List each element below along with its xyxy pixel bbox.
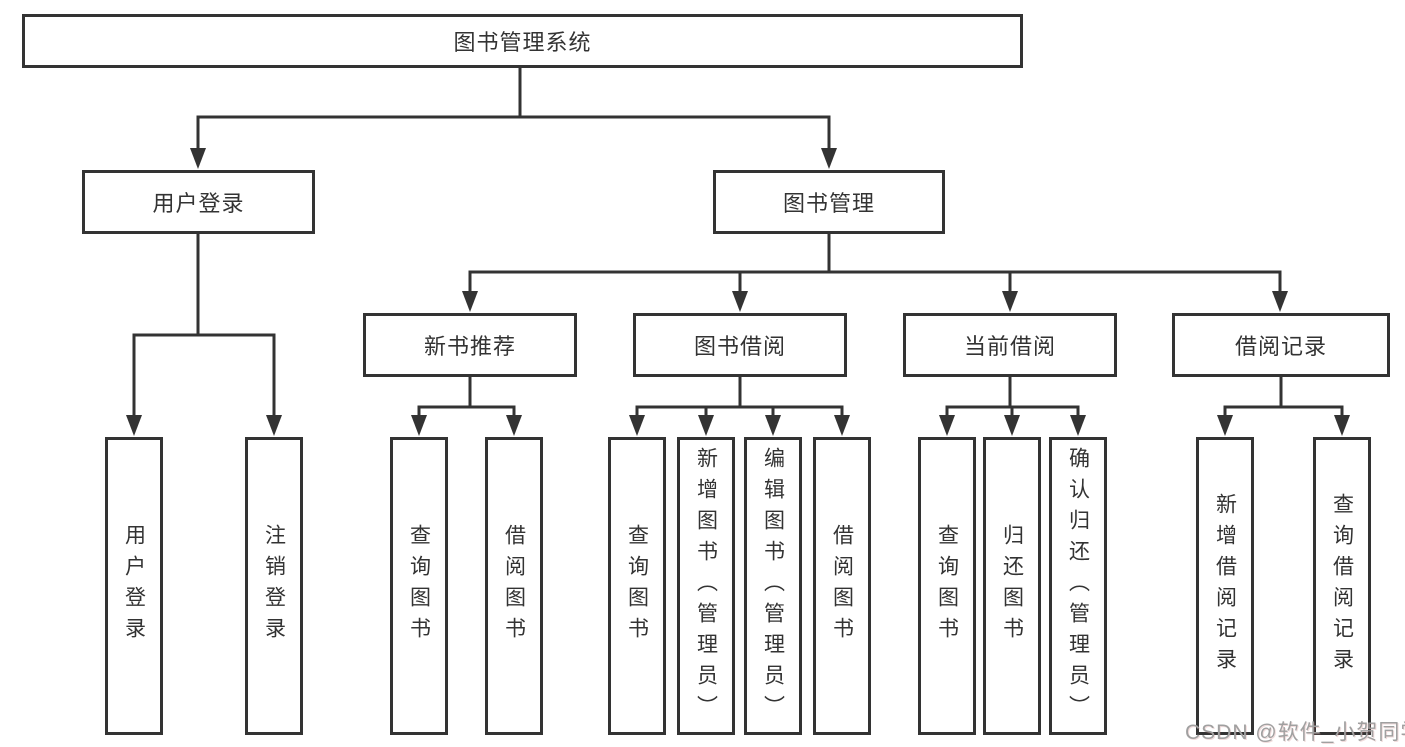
leaf-recommend-query-books: 查询图书 — [390, 437, 448, 735]
arrow-down-icon — [629, 415, 645, 436]
leaf-user-login: 用户登录 — [105, 437, 163, 735]
arrow-down-icon — [190, 148, 206, 169]
leaf-add-borrow-record-label: 新增借阅记录 — [1213, 493, 1237, 679]
leaf-add-books-admin: 新增图书（管理员） — [677, 437, 735, 735]
leaf-query-borrow-record: 查询借阅记录 — [1313, 437, 1371, 735]
arrow-down-icon — [1070, 415, 1086, 436]
leaf-borrow-books-label: 借阅图书 — [830, 524, 854, 648]
edge-book-borrow-to-leaves — [629, 375, 850, 436]
arrow-down-icon — [765, 415, 781, 436]
node-borrow-records-label: 借阅记录 — [1234, 334, 1327, 359]
arrow-down-icon — [1272, 291, 1288, 312]
node-book-borrow-label: 图书借阅 — [693, 334, 786, 359]
leaf-logout-label: 注销登录 — [262, 524, 286, 648]
node-book-borrow: 图书借阅 — [633, 313, 847, 377]
edge-current-borrow-to-leaves — [939, 375, 1086, 436]
node-user-login: 用户登录 — [82, 170, 315, 234]
leaf-recommend-borrow-books: 借阅图书 — [485, 437, 543, 735]
leaf-logout: 注销登录 — [245, 437, 303, 735]
node-root: 图书管理系统 — [22, 14, 1023, 68]
arrow-down-icon — [1217, 415, 1233, 436]
leaf-recommend-query-books-label: 查询图书 — [407, 524, 431, 648]
node-book-management-label: 图书管理 — [782, 191, 875, 216]
node-new-book-recommend: 新书推荐 — [363, 313, 577, 377]
node-root-label: 图书管理系统 — [453, 30, 592, 55]
edge-root-to-level2 — [190, 66, 837, 169]
leaf-borrow-query-books-label: 查询图书 — [625, 524, 649, 648]
leaf-query-borrow-record-label: 查询借阅记录 — [1330, 493, 1354, 679]
arrow-down-icon — [506, 415, 522, 436]
arrow-down-icon — [834, 415, 850, 436]
watermark-text: CSDN @软件_小贺同学 — [1185, 721, 1405, 744]
arrow-down-icon — [462, 291, 478, 312]
edge-book-management-to-level3 — [462, 232, 1288, 312]
arrow-down-icon — [411, 415, 427, 436]
leaf-borrow-query-books: 查询图书 — [608, 437, 666, 735]
leaf-add-books-admin-label: 新增图书（管理员） — [694, 446, 718, 726]
leaf-current-query-books: 查询图书 — [918, 437, 976, 735]
leaf-return-books: 归还图书 — [983, 437, 1041, 735]
edge-borrow-records-to-leaves — [1217, 375, 1350, 436]
leaf-edit-books-admin-label: 编辑图书（管理员） — [761, 446, 785, 726]
node-borrow-records: 借阅记录 — [1172, 313, 1390, 377]
arrow-down-icon — [266, 415, 282, 436]
leaf-edit-books-admin: 编辑图书（管理员） — [744, 437, 802, 735]
leaf-confirm-return-admin-label: 确认归还（管理员） — [1066, 446, 1090, 726]
arrow-down-icon — [126, 415, 142, 436]
arrow-down-icon — [698, 415, 714, 436]
leaf-borrow-books: 借阅图书 — [813, 437, 871, 735]
leaf-current-query-books-label: 查询图书 — [935, 524, 959, 648]
node-current-borrow-label: 当前借阅 — [963, 334, 1056, 359]
arrow-down-icon — [1334, 415, 1350, 436]
leaf-confirm-return-admin: 确认归还（管理员） — [1049, 437, 1107, 735]
arrow-down-icon — [1004, 415, 1020, 436]
leaf-return-books-label: 归还图书 — [1000, 524, 1024, 648]
leaf-user-login-label: 用户登录 — [122, 524, 146, 648]
node-current-borrow: 当前借阅 — [903, 313, 1117, 377]
arrow-down-icon — [1002, 291, 1018, 312]
arrow-down-icon — [732, 291, 748, 312]
node-book-management: 图书管理 — [713, 170, 945, 234]
arrow-down-icon — [821, 148, 837, 169]
leaf-recommend-borrow-books-label: 借阅图书 — [502, 524, 526, 648]
node-user-login-label: 用户登录 — [152, 191, 245, 216]
edge-user-login-to-leaves — [126, 232, 282, 436]
arrow-down-icon — [939, 415, 955, 436]
leaf-add-borrow-record: 新增借阅记录 — [1196, 437, 1254, 735]
edge-new-book-recommend-to-leaves — [411, 375, 522, 436]
node-new-book-recommend-label: 新书推荐 — [423, 334, 516, 359]
